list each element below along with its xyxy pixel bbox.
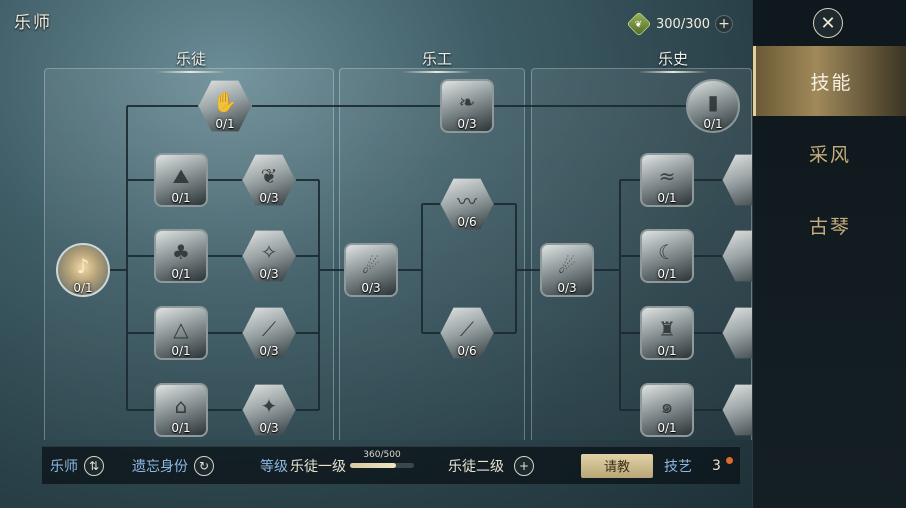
skill-node-col2-1[interactable]: ❦ 0/3 [242,153,296,207]
section-title-1: 乐徒 [156,48,226,73]
phoenix-skill-icon [242,230,296,282]
ask-button[interactable]: 请教 [581,453,653,478]
swap-icon[interactable]: ⇅ [84,455,104,476]
section-title-3: 乐史 [638,48,708,73]
page-title: 乐师 [14,13,52,33]
skill-node-col4-4[interactable]: ๑ 0/1 [640,383,694,437]
skill-node-mid-b[interactable]: ☄ 0/3 [540,243,594,297]
blade-skill-icon [242,307,296,359]
leaf-gem-icon: ❦ [626,11,652,37]
alert-dot [726,457,733,464]
add-level-button[interactable]: + [514,455,534,476]
skill-node-col5-4-partial[interactable] [722,383,752,437]
skill-node-col4-3[interactable]: ♜ 0/1 [640,306,694,360]
next-level: 乐徒二级 + [448,455,534,476]
skill-node-col1-4[interactable]: ⌂ 0/1 [154,383,208,437]
bottom-status-bar: 乐师 ⇅ 遗忘身份 ↻ 等级 乐徒一级 360/500 乐徒二级 + 请教 技艺… [42,446,740,484]
skill-node-mid-bottom[interactable]: ⟋ 0/6 [440,306,494,360]
spiral-skill-icon [640,383,694,437]
pavilion-skill-icon [154,383,208,437]
lantern-skill-icon [686,79,740,133]
bird-skill-icon [440,79,494,133]
skill-node-col2-3[interactable]: ⟋ 0/3 [242,306,296,360]
skill-node-col5-1-partial[interactable] [722,153,752,207]
add-currency-button[interactable]: + [715,15,734,33]
musician-portrait-icon [56,243,110,297]
skill-node-col4-1[interactable]: ≈ 0/1 [640,153,694,207]
skill-node-mid-a[interactable]: ☄ 0/3 [344,243,398,297]
right-sidebar: ✕ 技能 采风 古琴 [752,0,906,508]
tower-skill-icon [640,306,694,360]
dragon-skill-icon [440,178,494,230]
skill-node-start[interactable]: ♪ 0/1 [56,243,110,297]
skill-node-col4-2[interactable]: ☾ 0/1 [640,229,694,283]
level-display: 等级 乐徒一级 360/500 [260,450,414,476]
sword-skill-icon [440,307,494,359]
skill-node-top-mid[interactable]: ❧ 0/3 [440,79,494,133]
skill-node-col2-4[interactable]: ✦ 0/3 [242,383,296,437]
skill-node-top-left[interactable]: ✋ 0/1 [198,79,252,133]
currency-display: ❦ 300/300 + [626,11,734,37]
flame-skill-icon [242,384,296,436]
skill-node-mid-top[interactable]: 〰 0/6 [440,177,494,231]
refresh-icon[interactable]: ↻ [194,455,214,476]
tab-caifeng[interactable]: 采风 [808,143,851,166]
profession-switch[interactable]: 乐师 ⇅ [50,455,104,476]
skill-node-col5-2-partial[interactable] [722,229,752,283]
close-button[interactable]: ✕ [813,8,843,38]
skill-node-col1-1[interactable]: ⛰ 0/1 [154,153,208,207]
skill-points: 技艺 3 [664,457,721,475]
crane-skill-icon [242,154,296,206]
tab-guqin[interactable]: 古琴 [808,215,851,238]
xp-progress-bar: 360/500 [350,450,414,468]
skill-tree-stage: 乐师 ❦ 300/300 + 乐徒 乐工 乐史 [0,0,752,508]
wave-skill-icon [640,153,694,207]
tab-skills[interactable]: 技能 [753,46,906,116]
skill-node-col5-3-partial[interactable] [722,306,752,360]
skill-node-top-right[interactable]: ▮ 0/1 [686,79,740,133]
currency-value: 300/300 [656,16,711,32]
forget-identity[interactable]: 遗忘身份 ↻ [132,455,214,476]
pine-skill-icon [154,229,208,283]
skill-node-col2-2[interactable]: ✧ 0/3 [242,229,296,283]
moon-skill-icon [640,229,694,283]
hand-skill-icon [198,80,252,132]
skill-node-col1-2[interactable]: ♣ 0/1 [154,229,208,283]
dancer-skill-icon [344,243,398,297]
mountain-skill-icon [154,153,208,207]
cloud-peak-skill-icon [154,306,208,360]
dancer-skill-icon [540,243,594,297]
skill-node-col1-3[interactable]: △ 0/1 [154,306,208,360]
section-title-2: 乐工 [402,48,472,73]
